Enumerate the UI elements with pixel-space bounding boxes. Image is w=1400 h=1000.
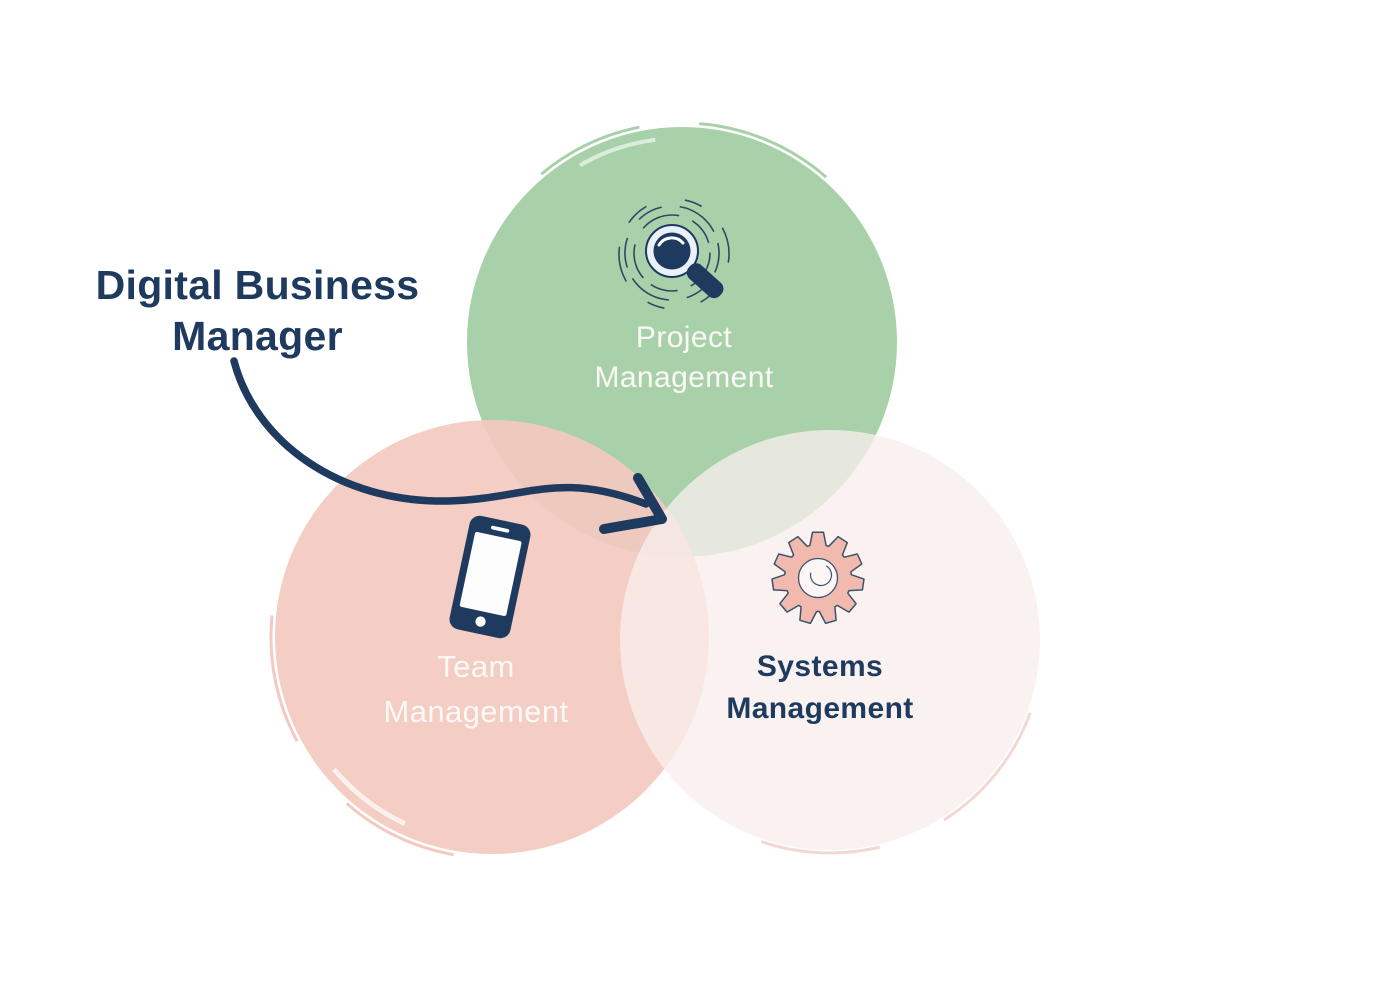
page-title-line1: Digital Business <box>95 262 420 308</box>
project-management-label: Project Management <box>594 318 773 398</box>
page-title: Digital Business Manager <box>55 260 460 362</box>
team-label-line1: Team <box>437 649 515 684</box>
project-label-line1: Project <box>635 321 733 354</box>
project-label-line2: Management <box>594 361 774 394</box>
gear-icon <box>771 531 865 625</box>
team-label-line2: Management <box>383 694 569 729</box>
magnifier-icon <box>618 198 730 310</box>
systems-management-label: Systems Management <box>726 646 913 730</box>
venn-circle-systems <box>620 430 1040 850</box>
systems-label-line2: Management <box>726 692 914 725</box>
page-title-line2: Manager <box>172 313 343 359</box>
team-management-label: Team Management <box>384 644 569 734</box>
systems-label-line1: Systems <box>756 650 884 683</box>
